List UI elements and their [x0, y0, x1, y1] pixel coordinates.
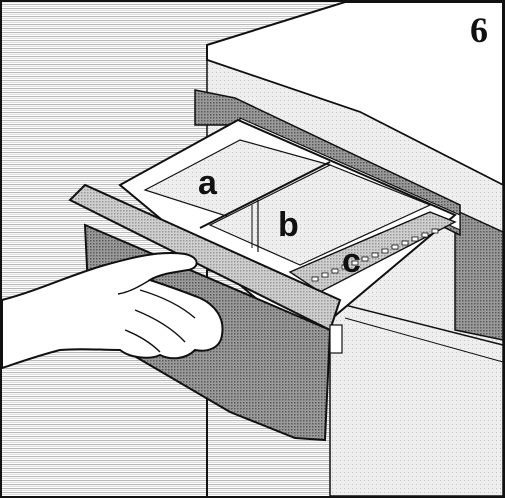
finger-line-3 — [124, 329, 161, 353]
drawer-latch — [329, 324, 343, 354]
thumb-line — [117, 279, 151, 295]
appliance-right-panel — [454, 208, 504, 341]
drawer-handle — [68, 183, 342, 332]
finger-line — [139, 289, 196, 319]
compartment-label-c: c — [342, 242, 361, 280]
compartment-c — [288, 211, 457, 293]
compartment-c-grille — [311, 228, 439, 282]
compartment-label-b: b — [278, 206, 299, 244]
hand — [1, 251, 224, 370]
compartment-label-a: a — [198, 164, 218, 202]
appliance-lower-line-2 — [344, 317, 504, 363]
step-number: 6 — [470, 10, 488, 50]
compartment-b — [208, 164, 432, 266]
finger-line-2 — [134, 309, 186, 343]
compartment-divider — [199, 161, 331, 229]
appliance-lower-line — [344, 304, 504, 346]
